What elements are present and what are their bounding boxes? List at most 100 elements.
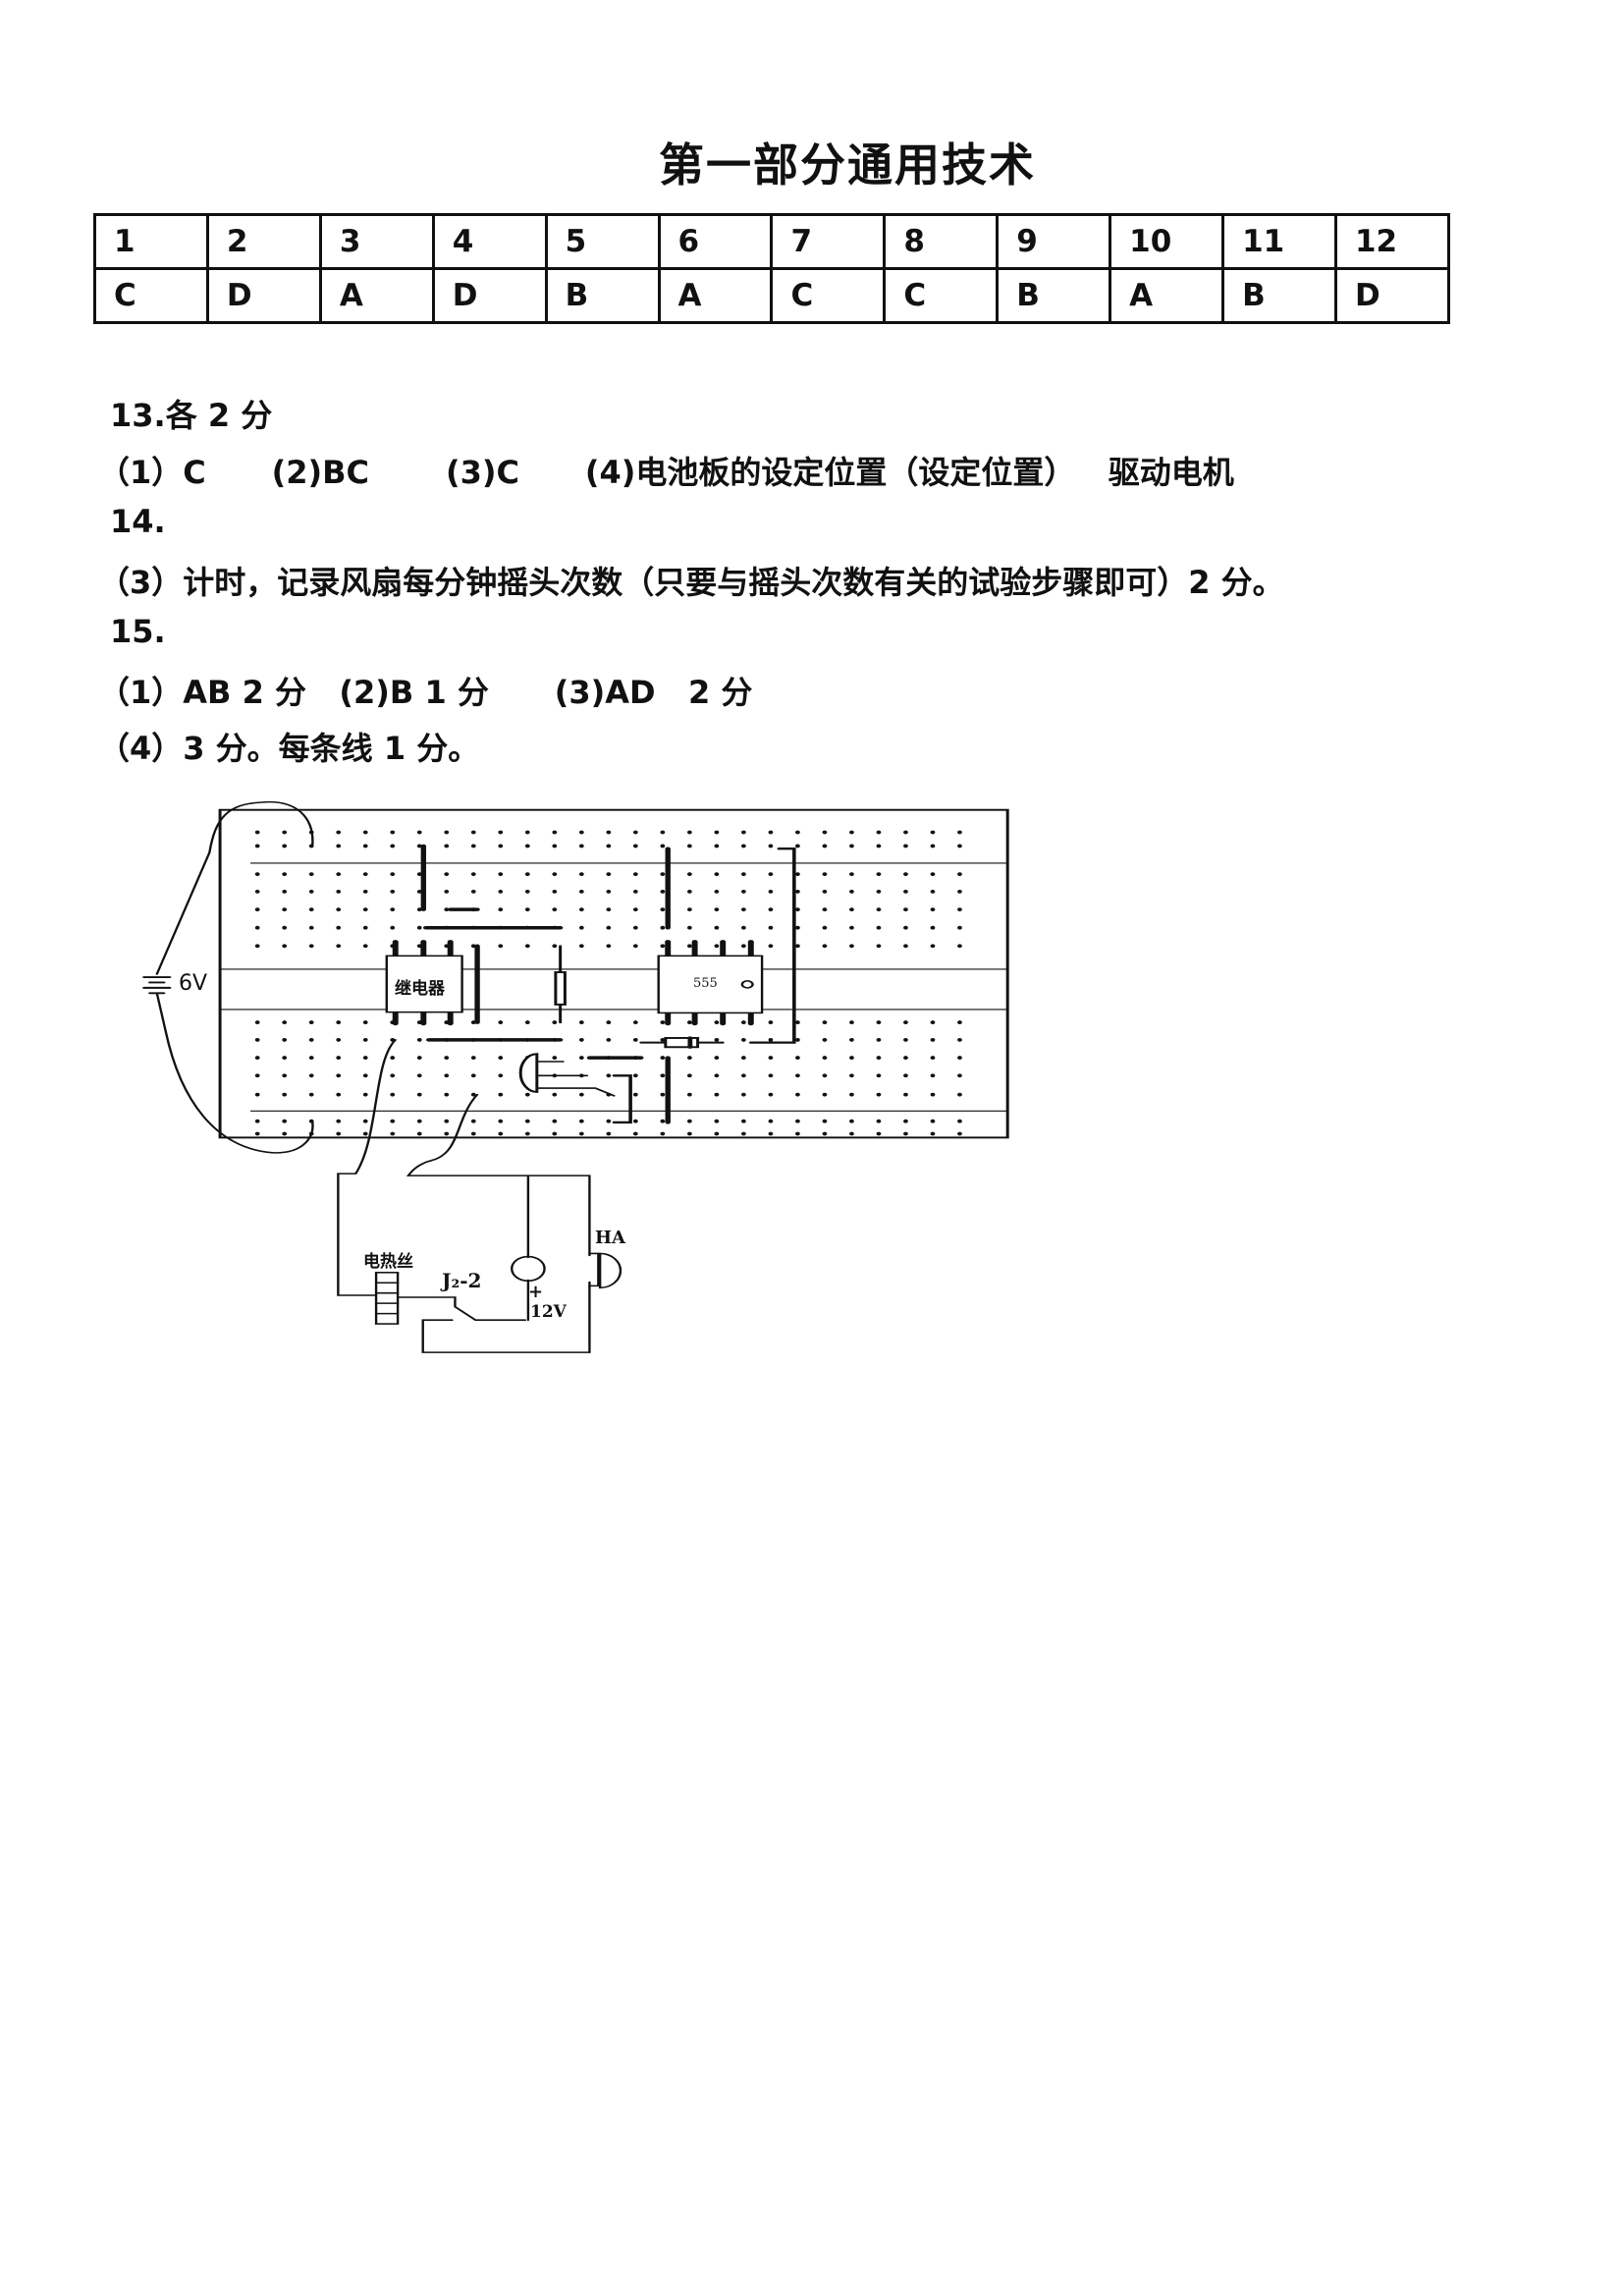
breadboard-hole	[498, 1119, 504, 1123]
breadboard-hole	[606, 1020, 612, 1025]
breadboard-hole	[903, 1020, 908, 1025]
breadboard-hole	[282, 1119, 288, 1123]
breadboard-hole	[524, 1131, 530, 1136]
answer-cell: D	[1333, 267, 1451, 324]
breadboard-hole	[336, 1056, 342, 1061]
breadboard-hole	[390, 1119, 396, 1123]
breadboard-hole	[308, 1073, 314, 1078]
breadboard-hole	[741, 944, 746, 949]
breadboard-hole	[903, 907, 908, 912]
breadboard-hole	[930, 844, 936, 848]
breadboard-hole	[822, 890, 828, 894]
breadboard-hole	[416, 830, 422, 835]
breadboard-hole	[903, 1073, 908, 1078]
breadboard-hole	[336, 1092, 342, 1097]
breadboard-hole	[362, 890, 368, 894]
breadboard-hole	[768, 890, 774, 894]
breadboard-hole	[768, 925, 774, 930]
resistor	[554, 945, 567, 1024]
question-number-cell: 3	[318, 213, 435, 270]
breadboard-hole	[686, 944, 692, 949]
answer-cell: A	[318, 267, 435, 324]
breadboard-hole	[903, 1131, 908, 1136]
breadboard-hole	[822, 872, 828, 877]
breadboard-hole	[362, 1073, 368, 1078]
breadboard-hole	[632, 1073, 638, 1078]
breadboard-hole	[606, 1131, 612, 1136]
breadboard-hole	[390, 1073, 396, 1078]
breadboard-hole	[362, 844, 368, 848]
jumper-wires	[420, 844, 671, 1124]
breadboard-hole	[768, 944, 774, 949]
question-number-cell: 7	[770, 213, 887, 270]
breadboard-hole	[524, 844, 530, 848]
breadboard-hole	[578, 944, 584, 949]
breadboard-hole	[524, 944, 530, 949]
breadboard-hole	[254, 907, 260, 912]
breadboard-hole	[632, 1020, 638, 1025]
breadboard-hole	[768, 1020, 774, 1025]
breadboard-hole	[768, 830, 774, 835]
question-number-cell: 8	[883, 213, 1000, 270]
breadboard-hole	[903, 844, 908, 848]
breadboard-hole	[254, 1020, 260, 1025]
breadboard-hole	[768, 1056, 774, 1061]
breadboard-hole	[876, 890, 882, 894]
breadboard-hole	[390, 844, 396, 848]
q14-answer: （3）计时，记录风扇每分钟摇头次数（只要与摇头次数有关的试验步骤即可）2 分。	[98, 564, 1284, 601]
breadboard-hole	[282, 1131, 288, 1136]
breadboard-hole	[957, 1119, 962, 1123]
breadboard-hole	[849, 1020, 854, 1025]
breadboard-hole	[822, 1037, 828, 1042]
breadboard-hole	[416, 1131, 422, 1136]
breadboard-hole	[606, 844, 612, 848]
breadboard-hole	[524, 872, 530, 877]
breadboard-hole	[578, 830, 584, 835]
breadboard	[218, 808, 1009, 1139]
breadboard-hole	[336, 872, 342, 877]
breadboard-hole	[362, 1131, 368, 1136]
breadboard-hole	[254, 1092, 260, 1097]
breadboard-hole	[416, 872, 422, 877]
breadboard-hole	[930, 925, 936, 930]
breadboard-hole	[795, 844, 800, 848]
breadboard-hole	[903, 944, 908, 949]
breadboard-hole	[308, 890, 314, 894]
breadboard-hole	[498, 844, 504, 848]
breadboard-hole	[686, 1073, 692, 1078]
breadboard-hole	[686, 925, 692, 930]
breadboard-hole	[930, 890, 936, 894]
breadboard-hole	[336, 830, 342, 835]
breadboard-hole	[660, 925, 666, 930]
breadboard-hole	[308, 944, 314, 949]
breadboard-hole	[686, 1131, 692, 1136]
heater-icon	[374, 1272, 400, 1325]
breadboard-hole	[768, 907, 774, 912]
breadboard-hole	[849, 890, 854, 894]
breadboard-hole	[930, 1131, 936, 1136]
breadboard-hole	[822, 1020, 828, 1025]
breadboard-hole	[714, 890, 720, 894]
breadboard-hole	[741, 890, 746, 894]
breadboard-hole	[362, 1119, 368, 1123]
question-number-cell: 6	[657, 213, 774, 270]
relay-label: 继电器	[395, 979, 445, 999]
breadboard-hole	[362, 1037, 368, 1042]
breadboard-hole	[660, 830, 666, 835]
breadboard-hole	[930, 1092, 936, 1097]
breadboard-hole	[741, 1119, 746, 1123]
breadboard-hole	[768, 844, 774, 848]
breadboard-hole	[660, 1073, 666, 1078]
breadboard-hole	[362, 1056, 368, 1061]
breadboard-hole	[336, 1131, 342, 1136]
breadboard-hole	[686, 1020, 692, 1025]
dc-source-icon	[511, 1255, 546, 1283]
breadboard-hole	[795, 907, 800, 912]
breadboard-hole	[957, 944, 962, 949]
breadboard-hole	[876, 907, 882, 912]
breadboard-hole	[470, 844, 476, 848]
breadboard-hole	[795, 1131, 800, 1136]
breadboard-hole	[498, 1056, 504, 1061]
breadboard-hole	[768, 1092, 774, 1097]
